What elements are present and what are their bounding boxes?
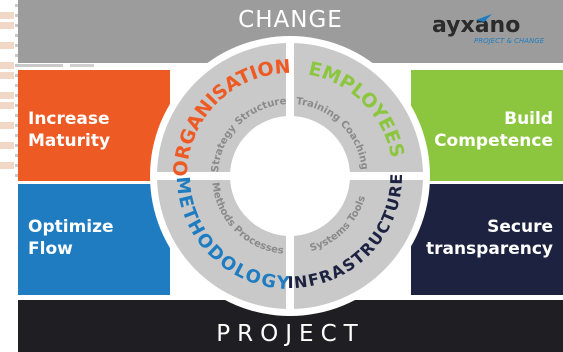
wheel-divider-vertical	[286, 40, 294, 312]
quadrant-label: Optimize Flow	[28, 216, 114, 260]
project-title: PROJECT	[216, 321, 365, 347]
quadrant-label: Secure transparency	[426, 216, 553, 260]
quadrant-label-line2: Flow	[28, 239, 73, 259]
quadrant-label-line2: Competence	[434, 131, 553, 151]
quadrant-increase-maturity: Increase Maturity	[18, 70, 170, 181]
segment-methodology-sub: Methods Processes	[209, 182, 284, 257]
quadrant-label-line1: Secure	[487, 217, 553, 237]
change-title: CHANGE	[238, 7, 343, 33]
logo-arrow-icon	[476, 14, 492, 22]
quadrant-label-line1: Increase	[28, 109, 110, 129]
ayxano-logo: ayxano PROJECT & CHANGE	[432, 13, 545, 45]
segment-employees-label: EMPLOYEES	[306, 58, 408, 160]
quadrant-label-line1: Build	[504, 109, 553, 129]
quadrant-optimize-flow: Optimize Flow	[18, 184, 170, 295]
wheel-hub	[230, 116, 350, 236]
quadrant-label-line2: transparency	[425, 239, 553, 259]
segment-employees-sub: Training Coaching	[296, 96, 370, 170]
project-band: PROJECT	[18, 300, 563, 352]
quadrant-label: Increase Maturity	[28, 108, 110, 152]
segment-methodology-label: METHODOLOGY	[172, 176, 291, 294]
quadrant-secure-transparency: Secure transparency	[411, 184, 563, 295]
wheel-divider-horizontal	[154, 172, 426, 180]
wheel-ring	[157, 43, 423, 309]
logo-tagline: PROJECT & CHANGE	[474, 37, 545, 45]
quadrant-label: Build Competence	[434, 108, 553, 152]
quadrant-label-line1: Optimize	[28, 217, 114, 237]
wheel-outer-border	[150, 36, 430, 316]
segment-organisation-label: ORGANISATION	[170, 56, 292, 178]
quadrant-label-line2: Maturity	[28, 131, 111, 151]
segment-infrastructure-label: INFRASTRUCTURE	[288, 173, 407, 292]
logo-brand: ayxano	[432, 13, 520, 38]
segment-infrastructure-sub: Systems Tools	[308, 194, 368, 254]
segment-organisation-sub: Strategy Structure	[210, 96, 287, 173]
quadrant-build-competence: Build Competence	[411, 70, 563, 181]
